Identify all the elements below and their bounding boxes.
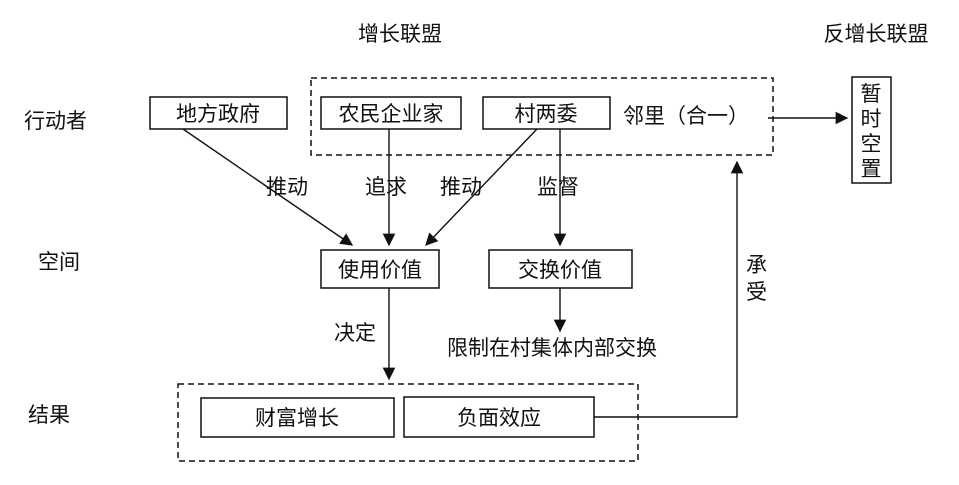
header-growth-alliance: 增长联盟 (358, 22, 442, 46)
node-negative-effect: 负面效应 (403, 396, 595, 438)
node-local-government-label: 地方政府 (176, 102, 260, 126)
edge-label-promote-2: 推动 (440, 175, 482, 199)
node-wealth-growth-label: 财富增长 (255, 406, 339, 430)
node-negative-effect-label: 负面效应 (457, 406, 541, 430)
node-exchange-limit: 限制在村集体内部交换 (447, 336, 657, 360)
edge-label-bear-1: 承 (746, 253, 767, 277)
node-exchange-value-label: 交换价值 (518, 258, 602, 282)
result-group (177, 383, 639, 462)
row-label-actors: 行动者 (24, 109, 87, 133)
node-farmer-entrepreneur: 农民企业家 (320, 96, 462, 130)
vacancy-char-4: 置 (861, 157, 882, 181)
growth-alliance-group (310, 77, 774, 156)
node-village-committees-label: 村两委 (515, 102, 578, 126)
edge-label-bear-2: 受 (746, 280, 767, 304)
node-farmer-entrepreneur-label: 农民企业家 (339, 102, 444, 126)
node-use-value-label: 使用价值 (338, 258, 422, 282)
edge-negative-effect-to-neighbors (594, 160, 744, 418)
row-label-result: 结果 (28, 403, 70, 427)
edge-label-supervise: 监督 (537, 175, 579, 199)
row-label-space: 空间 (38, 250, 80, 274)
edge-government-to-use-value (182, 128, 354, 246)
edge-committees-to-use-value (425, 128, 538, 246)
node-neighbors: 邻里（合一） (623, 104, 749, 128)
node-use-value: 使用价值 (320, 249, 440, 289)
edge-label-decide: 决定 (334, 321, 376, 345)
vacancy-char-2: 时 (861, 107, 882, 131)
edge-label-promote-1: 推动 (266, 175, 308, 199)
node-temporary-vacancy: 暂 时 空 置 (851, 76, 892, 184)
node-wealth-growth: 财富增长 (200, 397, 395, 438)
node-village-committees: 村两委 (482, 96, 611, 130)
node-exchange-value: 交换价值 (488, 249, 633, 289)
header-anti-growth-alliance: 反增长联盟 (824, 22, 929, 46)
edge-label-pursue: 追求 (365, 175, 407, 199)
node-local-government: 地方政府 (149, 96, 288, 130)
vacancy-char-1: 暂 (861, 82, 882, 106)
vacancy-char-3: 空 (861, 132, 882, 156)
